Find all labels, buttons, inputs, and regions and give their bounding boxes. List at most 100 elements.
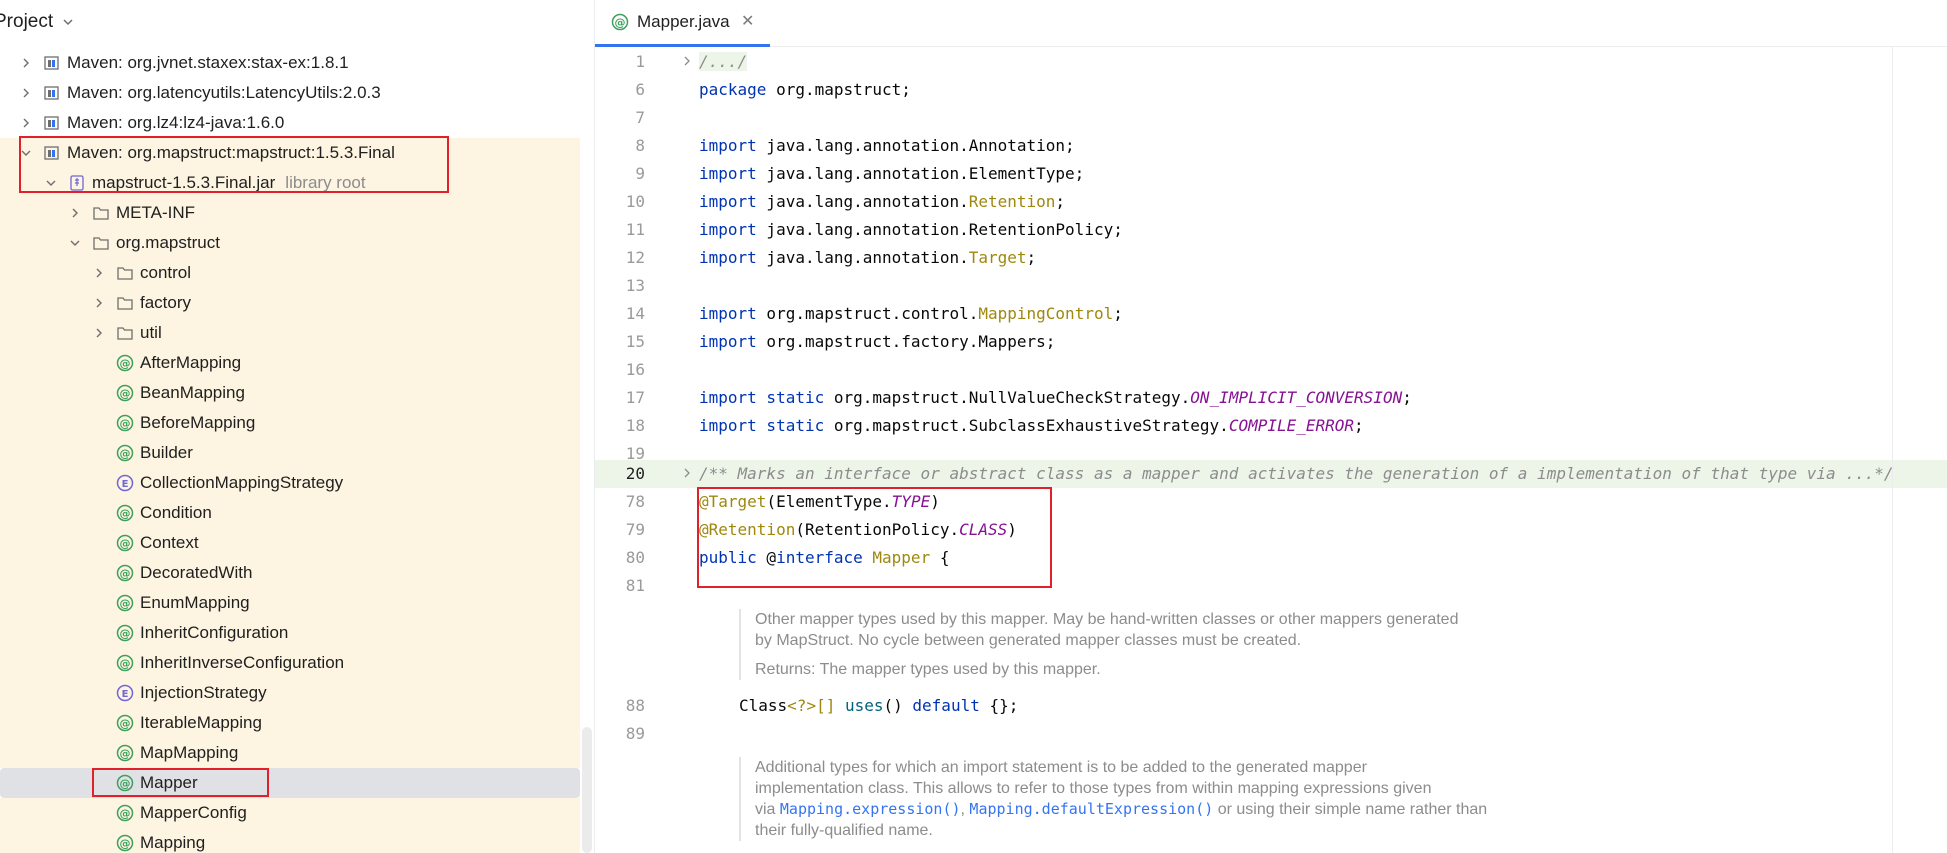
code-line[interactable]: 19 [595, 440, 1947, 468]
tree-scrollbar[interactable] [582, 727, 592, 853]
tree-item[interactable]: @AfterMapping [0, 348, 580, 378]
javadoc-link[interactable]: Mapping.expression() [779, 800, 961, 818]
folder-icon [117, 327, 133, 340]
code-line[interactable]: 17 import static org.mapstruct.NullValue… [595, 384, 1947, 412]
tree-item[interactable]: @InheritConfiguration [0, 618, 580, 648]
right-margin-guide [1892, 46, 1893, 853]
code-line[interactable]: 13 [595, 272, 1947, 300]
tree-item[interactable]: org.mapstruct [0, 228, 580, 258]
chevron-right-icon[interactable] [18, 85, 34, 101]
tree-item[interactable]: util [0, 318, 580, 348]
tree-item[interactable]: @EnumMapping [0, 588, 580, 618]
tree-item-label: util [140, 323, 162, 342]
tree-item[interactable]: @DecoratedWith [0, 558, 580, 588]
project-title[interactable]: Project [0, 11, 54, 32]
code-editor[interactable]: @ Mapper.java ✕ 1 /.../ 6 package org.ma… [595, 0, 1947, 853]
code-line[interactable]: 8 import java.lang.annotation.Annotation… [595, 132, 1947, 160]
project-header: Project [0, 0, 594, 44]
code-line[interactable]: 79 @Retention(RetentionPolicy.CLASS) [595, 516, 1947, 544]
chevron-right-icon[interactable] [91, 265, 107, 281]
svg-text:@: @ [120, 627, 131, 640]
tree-item-label: MapMapping [140, 743, 239, 762]
folded-javadoc[interactable]: /** Marks an interface or abstract class… [699, 464, 1894, 483]
chevron-down-icon[interactable] [67, 235, 83, 251]
tree-item[interactable]: Maven: org.jvnet.staxex:stax-ex:1.8.1 [0, 48, 580, 78]
tree-item-label: org.mapstruct [116, 233, 220, 252]
annotation-type-icon: @ [116, 714, 134, 732]
code-line-current[interactable]: 20 /** Marks an interface or abstract cl… [595, 460, 1947, 488]
javadoc-returns: Returns: The mapper types used by this m… [755, 661, 1101, 678]
line-number: 17 [625, 388, 645, 407]
chevron-right-icon[interactable] [681, 466, 693, 480]
annotation-type-icon: @ [611, 13, 629, 31]
annotation-type-icon: @ [116, 504, 134, 522]
svg-text:@: @ [120, 717, 131, 730]
code-line[interactable]: 80 public @interface Mapper { [595, 544, 1947, 572]
code-text: import org.mapstruct.control.MappingCont… [699, 304, 1123, 323]
line-number: 13 [625, 276, 645, 295]
tree-item[interactable]: @BeforeMapping [0, 408, 580, 438]
javadoc-text: by MapStruct. No cycle between generated… [755, 632, 1302, 649]
line-number: 15 [625, 332, 645, 351]
tree-item[interactable]: @Builder [0, 438, 580, 468]
tree-item[interactable]: Maven: org.latencyutils:LatencyUtils:2.0… [0, 78, 580, 108]
tree-item[interactable]: @Context [0, 528, 580, 558]
tree-item[interactable]: @Mapping [0, 828, 580, 853]
tree-item-label: Mapper [140, 773, 198, 792]
javadoc-link[interactable]: Mapping.defaultExpression() [969, 800, 1214, 818]
tree-item-label: META-INF [116, 203, 196, 222]
line-number: 20 [625, 464, 645, 483]
chevron-right-icon[interactable] [18, 115, 34, 131]
chevron-right-icon[interactable] [18, 55, 34, 71]
tree-item[interactable]: Maven: org.mapstruct:mapstruct:1.5.3.Fin… [0, 138, 580, 168]
tree-item[interactable]: factory [0, 288, 580, 318]
tree-item-label: IterableMapping [140, 713, 262, 732]
folder-icon [93, 207, 109, 220]
code-line[interactable]: 14 import org.mapstruct.control.MappingC… [595, 300, 1947, 328]
code-line[interactable]: 88 Class<?>[] uses() default {}; [595, 692, 1947, 720]
code-line[interactable]: 15 import org.mapstruct.factory.Mappers; [595, 328, 1947, 356]
folded-header[interactable]: /.../ [699, 52, 748, 71]
chevron-down-icon[interactable] [43, 175, 59, 191]
code-line[interactable]: 16 [595, 356, 1947, 384]
line-number: 19 [625, 444, 645, 463]
code-line[interactable]: 18 import static org.mapstruct.SubclassE… [595, 412, 1947, 440]
tree-item[interactable]: @ IterableMapping [0, 708, 580, 738]
code-line[interactable]: 11 import java.lang.annotation.Retention… [595, 216, 1947, 244]
close-icon[interactable]: ✕ [741, 13, 755, 30]
chevron-right-icon[interactable] [681, 54, 693, 68]
code-line[interactable]: 1 /.../ [595, 48, 1947, 76]
tab-mapper-java[interactable]: @ Mapper.java ✕ [595, 0, 770, 47]
tree-item[interactable]: @Mapper [0, 768, 580, 798]
annotation-type-icon: @ [116, 834, 134, 852]
code-line[interactable]: 6 package org.mapstruct; [595, 76, 1947, 104]
chevron-down-icon[interactable] [18, 145, 34, 161]
svg-text:@: @ [120, 417, 131, 430]
panel-divider[interactable] [594, 0, 595, 853]
chevron-right-icon[interactable] [91, 325, 107, 341]
code-line[interactable]: 7 [595, 104, 1947, 132]
chevron-right-icon[interactable] [91, 295, 107, 311]
tree-item[interactable]: @MapperConfig [0, 798, 580, 828]
tree-item[interactable]: @BeanMapping [0, 378, 580, 408]
chevron-right-icon[interactable] [67, 205, 83, 221]
code-line[interactable]: 10 import java.lang.annotation.Retention… [595, 188, 1947, 216]
code-line[interactable]: 89 [595, 720, 1947, 748]
code-line[interactable]: 81 [595, 572, 1947, 600]
code-line[interactable]: 12 import java.lang.annotation.Target; [595, 244, 1947, 272]
tree-item[interactable]: control [0, 258, 580, 288]
code-line[interactable]: 9 import java.lang.annotation.ElementTyp… [595, 160, 1947, 188]
chevron-down-icon[interactable] [60, 14, 76, 30]
annotation-type-icon: @ [116, 654, 134, 672]
tree-item[interactable]: Maven: org.lz4:lz4-java:1.6.0 [0, 108, 580, 138]
code-line[interactable]: 78 @Target(ElementType.TYPE) [595, 488, 1947, 516]
tree-item[interactable]: @MapMapping [0, 738, 580, 768]
tree-item[interactable]: @InheritInverseConfiguration [0, 648, 580, 678]
line-number: 81 [625, 576, 645, 595]
tree-item[interactable]: @Condition [0, 498, 580, 528]
tree-item[interactable]: META-INF [0, 198, 580, 228]
svg-text:@: @ [120, 597, 131, 610]
